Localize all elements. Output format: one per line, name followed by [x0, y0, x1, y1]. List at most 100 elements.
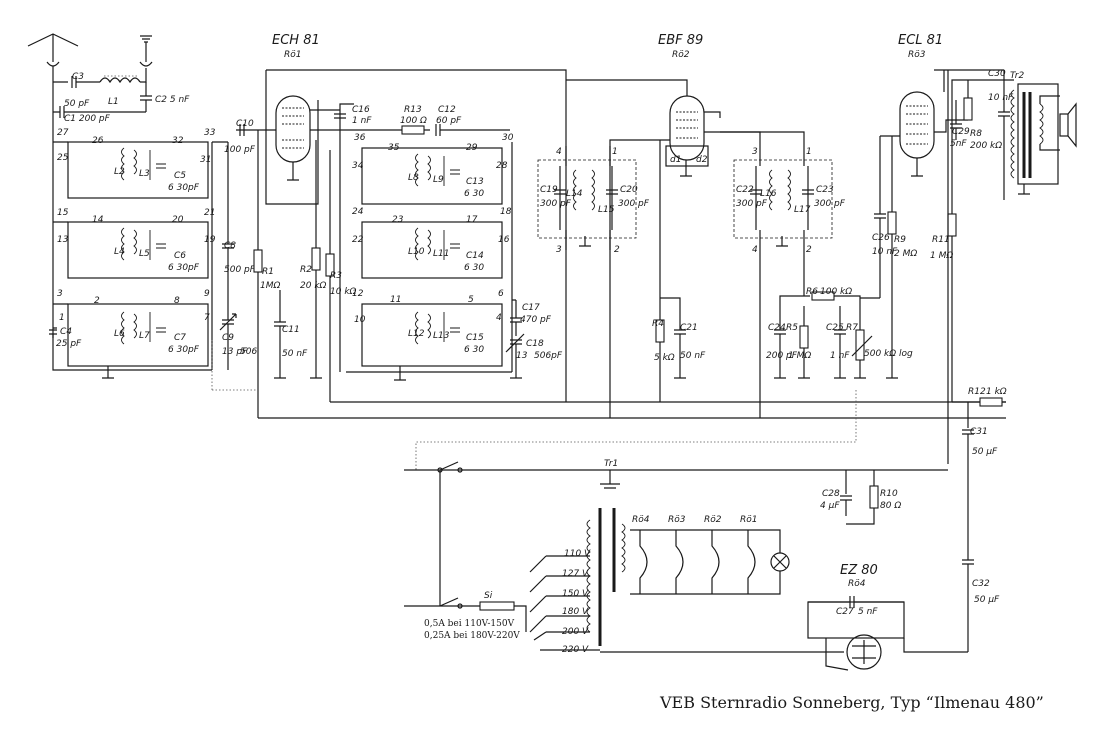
if2-pin-2: 2 [806, 245, 812, 255]
heater-ro1: Rö1 [740, 515, 758, 525]
if-transformer-2: C22 300 pF L16 L17 C23 300 pF 3 1 4 2 [720, 131, 846, 255]
tube-ebf89-ref: Rö2 [672, 50, 690, 60]
r13-label: R13 [404, 105, 422, 115]
c13-value: 6 30 [464, 189, 484, 199]
pin-31: 31 [200, 155, 211, 165]
c17-value: 470 pF [520, 315, 552, 325]
r9 [887, 211, 897, 235]
c30-label: C30 [988, 69, 1006, 79]
pin-33: 33 [204, 128, 216, 138]
c14-value: 6 30 [464, 263, 484, 273]
tube-ez80-envelope [846, 634, 882, 670]
c2-label: C2 5 nF [155, 95, 190, 105]
pin-2: 2 [94, 296, 100, 306]
power-supply: Tr1 Si 0,5A bei 110V-150V 0,25A bei 180V… [404, 459, 968, 671]
r12 [979, 397, 1003, 407]
pin-36: 36 [354, 133, 366, 143]
c27-label: C27 [836, 607, 854, 617]
if1-pin-2: 2 [614, 245, 620, 255]
si-label: Si [484, 591, 493, 601]
c18-label: C18 [526, 339, 544, 349]
antenna-socket-icon [46, 61, 60, 67]
if2-pin-1: 1 [806, 147, 812, 157]
c21-value: 50 nF [680, 351, 706, 361]
if2-pin-4: 4 [752, 245, 758, 255]
c12-value: 60 pF [436, 116, 462, 126]
c3-value: 50 pF [64, 99, 90, 109]
pin-17: 17 [466, 215, 478, 225]
r2-label: R2 [300, 265, 312, 275]
r6-label: R6 [806, 287, 818, 297]
r1 [253, 249, 263, 273]
c18-value: 13 [516, 351, 528, 361]
l16-label: L16 [760, 189, 777, 199]
c8-label: C8 [224, 241, 236, 251]
fuse-note-1: 0,5A bei 110V-150V [424, 619, 515, 629]
tube-ech81-envelope [275, 95, 311, 163]
pin-16: 16 [498, 235, 510, 245]
c27-value: 5 nF [858, 607, 878, 617]
detector-volume: R6 100 kΩ C24 200 pF R5 1 MΩ C25 1 nF R7… [415, 250, 913, 470]
c20-label: C20 [620, 185, 638, 195]
c13-label: C13 [466, 177, 484, 187]
c7-value: 6 30pF [168, 345, 200, 355]
pin-11: 11 [390, 295, 401, 305]
r4-label: R4 [652, 319, 664, 329]
fuse-note-2: 0,25A bei 180V-220V [424, 631, 520, 641]
b-plus-filter: R12 1 kΩ C31 50 µF C32 50 µF [947, 70, 1007, 652]
c21-label: C21 [680, 323, 698, 333]
c7-label: C7 [174, 333, 186, 343]
c16-value: 1 nF [352, 116, 372, 126]
l7-label: L7 [139, 331, 150, 341]
c24-value: 200 pF [766, 351, 798, 361]
c9-label: C9 [222, 333, 234, 343]
c9-value: 13 pF [222, 347, 248, 357]
tap-180: 180 V [562, 607, 589, 617]
d2-label: d2 [696, 155, 708, 165]
r4-value: 5 kΩ [654, 353, 675, 363]
fuse-si [479, 601, 515, 611]
c20-value: 300 pF [618, 199, 650, 209]
pin-14: 14 [92, 215, 104, 225]
c15-value: 6 30 [464, 345, 484, 355]
c11-label: C11 [282, 325, 300, 335]
c26-label: C26 [872, 233, 890, 243]
tap-200: 200 V [562, 627, 589, 637]
pin-22: 22 [352, 235, 364, 245]
l13-label: L13 [433, 331, 450, 341]
c10-value: 100 pF [224, 145, 256, 155]
r2 [311, 247, 321, 271]
c5-label: C5 [174, 171, 186, 181]
r9-value: 2 MΩ [894, 249, 917, 259]
r10 [869, 485, 879, 509]
pin-1: 1 [59, 313, 65, 323]
c15-label: C15 [466, 333, 484, 343]
l1-label: L1 [108, 97, 119, 107]
pin-29: 29 [466, 143, 478, 153]
l9-label: L9 [433, 175, 444, 185]
pin-9: 9 [204, 289, 210, 299]
pin-3: 3 [57, 289, 63, 299]
r11-value: 1 MΩ [930, 251, 953, 261]
tube-ez80-ref: Rö4 [848, 579, 866, 589]
pin-21: 21 [204, 208, 215, 218]
tube-ebf89-label: EBF 89 [658, 33, 703, 48]
r7-value: 500 kΩ log [864, 349, 913, 359]
c26-value: 10 nF [872, 247, 898, 257]
r6-value: 100 kΩ [820, 287, 852, 297]
heater-ro3: Rö3 [668, 515, 686, 525]
r2-value: 20 kΩ [300, 281, 327, 291]
earth-icon [140, 35, 152, 43]
r11-label: R11 [932, 235, 950, 245]
r8 [963, 97, 973, 121]
pin-24: 24 [352, 207, 364, 217]
if1-pin-4: 4 [556, 147, 562, 157]
c31-value: 50 µF [972, 447, 998, 457]
r13-value: 100 Ω [400, 116, 427, 126]
coil-l1 [99, 77, 141, 84]
pin-23: 23 [392, 215, 404, 225]
tube-ech81-ref: Rö1 [284, 50, 302, 60]
c25-label: C25 [826, 323, 844, 333]
input-tuning-caps: C8 500 pF C9 13 pF 506 [211, 141, 258, 391]
c6-value: 6 30pF [168, 263, 200, 273]
